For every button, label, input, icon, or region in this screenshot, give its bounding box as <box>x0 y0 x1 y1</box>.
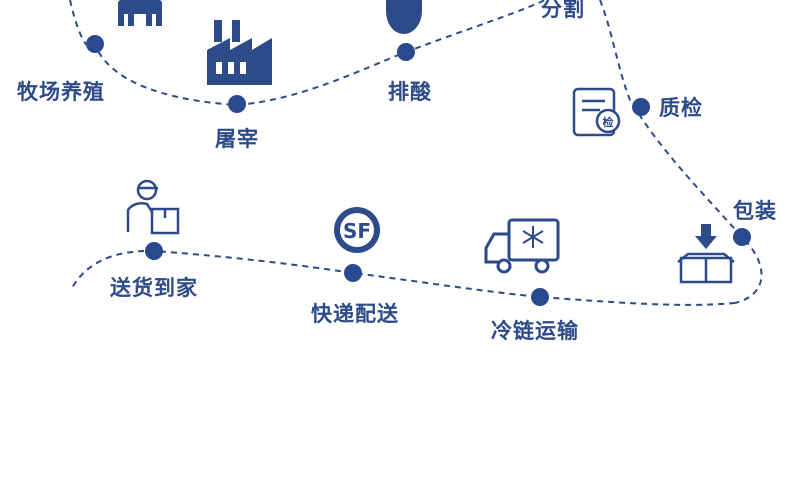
step-dot-farm <box>86 35 104 53</box>
step-label-slaughter: 屠宰 <box>215 127 259 151</box>
delivery-person-icon <box>126 179 180 235</box>
route-path-right <box>599 0 763 304</box>
step-dot-slaughter <box>228 95 246 113</box>
package-box-icon <box>677 252 735 284</box>
cow-icon <box>118 0 162 26</box>
factory-icon <box>207 20 272 85</box>
refrigerated-truck-icon <box>484 218 560 274</box>
step-label-farm: 牧场养殖 <box>17 80 105 104</box>
droplet-icon <box>386 0 422 34</box>
arrow-down-icon <box>695 224 717 249</box>
step-dot-acid <box>397 43 415 61</box>
step-dot-cold <box>531 288 549 306</box>
step-label-qc: 质检 <box>659 96 703 120</box>
inspection-document-icon <box>572 87 621 137</box>
step-label-cut: 分割 <box>541 0 585 21</box>
snowflake-icon <box>522 226 544 248</box>
route-path-top <box>69 0 546 107</box>
step-label-express: 快递配送 <box>311 302 399 326</box>
step-dot-qc <box>632 98 650 116</box>
step-label-home: 送货到家 <box>110 276 198 300</box>
step-dot-express <box>344 264 362 282</box>
step-dot-home <box>145 242 163 260</box>
sf-express-logo-icon: SF <box>334 207 380 253</box>
step-label-acid: 排酸 <box>388 80 432 104</box>
step-label-cold: 冷链运输 <box>491 319 579 343</box>
step-label-pack: 包装 <box>733 199 777 223</box>
inspection-mark: 检 <box>603 115 614 129</box>
step-dot-pack <box>733 228 751 246</box>
sf-logo-text: SF <box>343 219 371 243</box>
